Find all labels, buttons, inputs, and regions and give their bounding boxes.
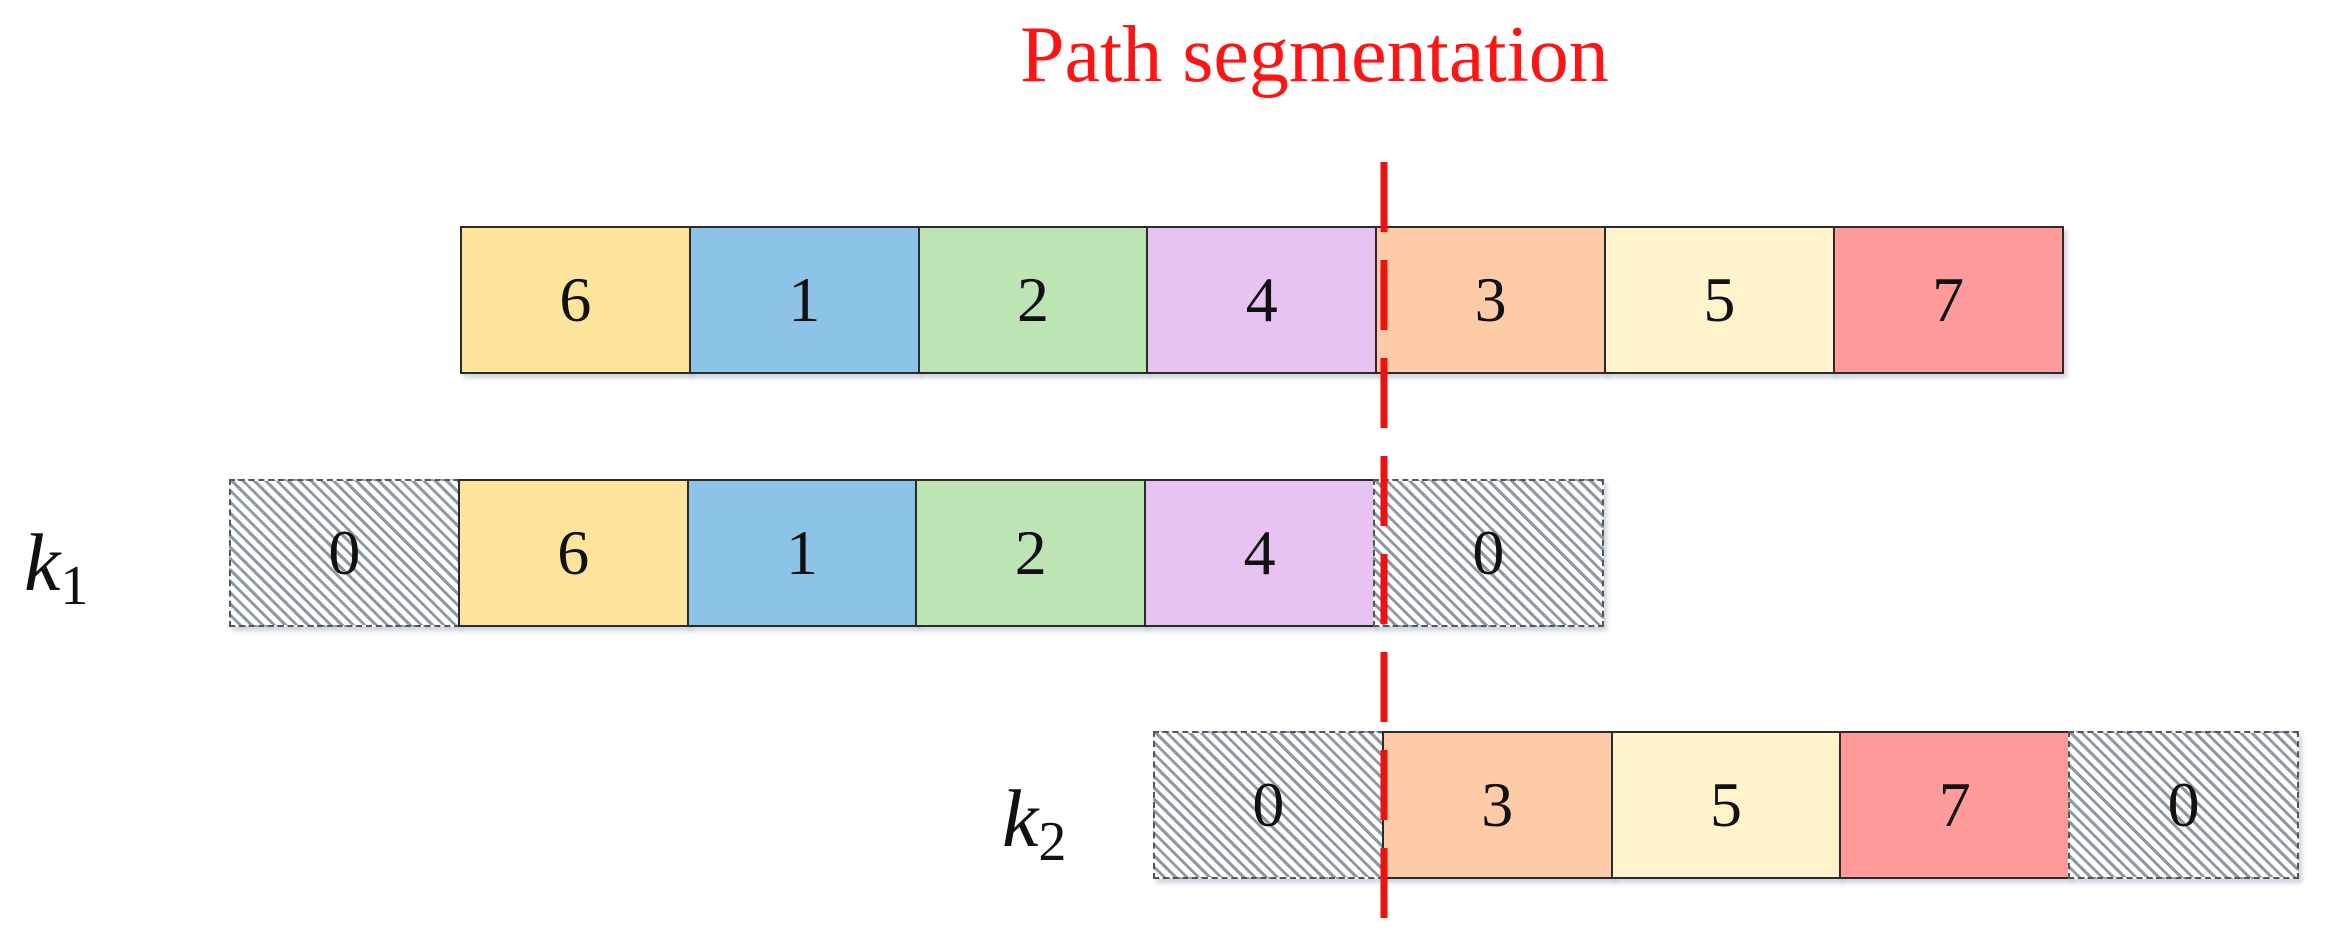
cell-value: 6: [559, 264, 592, 335]
customer-cell-4: 4: [1146, 226, 1378, 374]
customer-cell-6: 6: [457, 479, 689, 627]
cell-value: 7: [1932, 264, 1965, 335]
cell-value: 1: [788, 264, 821, 335]
customer-cell-5: 5: [1610, 731, 1842, 879]
cell-value: 7: [1938, 769, 1971, 840]
depot-cell: 0: [229, 479, 460, 627]
sub-path-row-k1: 0 6 1 2 4 0: [229, 479, 1604, 627]
cell-value: 1: [785, 517, 818, 588]
vehicle-label-k2: k2: [1002, 778, 1067, 873]
customer-cell-7: 7: [1839, 731, 2071, 879]
cell-value: 5: [1703, 264, 1736, 335]
label-letter: k: [1002, 773, 1039, 864]
vehicle-label-k1: k1: [24, 522, 89, 617]
customer-cell-2: 2: [917, 226, 1149, 374]
cell-value: 3: [1474, 264, 1507, 335]
sub-path-row-k2: 0 3 5 7 0: [1153, 731, 2299, 879]
label-subscript: 1: [60, 555, 89, 617]
depot-cell: 0: [2068, 731, 2299, 879]
customer-cell-3: 3: [1375, 226, 1606, 374]
customer-cell-6: 6: [460, 226, 691, 374]
diagram-title: Path segmentation: [1020, 11, 1609, 99]
customer-cell-5: 5: [1603, 226, 1835, 374]
cell-value: 4: [1243, 517, 1276, 588]
customer-cell-2: 2: [915, 479, 1147, 627]
label-subscript: 2: [1038, 811, 1067, 873]
customer-cell-7: 7: [1832, 226, 2064, 374]
customer-cell-4: 4: [1144, 479, 1375, 627]
customer-cell-1: 1: [688, 226, 920, 374]
depot-cell: 0: [1372, 479, 1604, 627]
depot-cell: 0: [1153, 731, 1384, 879]
cell-value: 3: [1481, 769, 1514, 840]
customer-cell-3: 3: [1381, 731, 1613, 879]
cell-value: 5: [1709, 769, 1742, 840]
cell-value: 0: [328, 517, 361, 588]
cell-value: 6: [557, 517, 590, 588]
cell-value: 0: [2167, 769, 2200, 840]
cell-value: 2: [1016, 264, 1049, 335]
cell-value: 0: [1252, 769, 1285, 840]
customer-cell-1: 1: [686, 479, 918, 627]
original-path-row: 6 1 2 4 3 5 7: [460, 226, 2064, 374]
cell-value: 0: [1472, 517, 1505, 588]
cell-value: 4: [1245, 264, 1278, 335]
label-letter: k: [24, 517, 61, 608]
cell-value: 2: [1014, 517, 1047, 588]
